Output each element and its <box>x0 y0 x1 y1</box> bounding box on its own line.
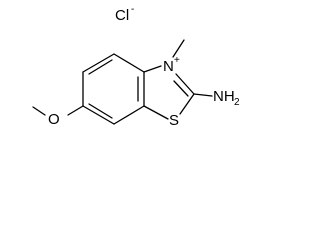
chloride-charge: - <box>131 4 134 15</box>
bond-c5-oxygen <box>67 105 84 116</box>
amine-group: NH 2 <box>213 88 240 108</box>
chemical-structure: Cl - N + S NH 2 O <box>32 4 240 129</box>
benzene-ring <box>82 53 145 125</box>
bond-c7a-c4 <box>113 53 145 73</box>
amine-subscript: 2 <box>234 97 240 108</box>
double-bond-c6-c7 <box>88 103 113 119</box>
bond-c2-s <box>179 93 195 115</box>
double-bond-n-c2 <box>173 80 189 97</box>
chloride-counterion: Cl - <box>115 4 134 24</box>
ring-nitrogen: N + <box>163 55 180 75</box>
bond-c6-c7 <box>82 105 115 125</box>
bond-n-methyl <box>172 39 185 58</box>
bond-c4-c5 <box>82 53 115 73</box>
substituents <box>32 39 213 116</box>
ether-oxygen: O <box>48 111 60 128</box>
thiazolium-ring <box>143 65 195 120</box>
chloride-symbol: Cl <box>115 7 129 24</box>
bond-s-c3a <box>143 105 169 120</box>
bond-oxygen-methyl <box>32 106 46 116</box>
double-bond-c4-c5 <box>88 59 113 75</box>
bond-n-c2 <box>175 73 195 95</box>
amine-symbol: NH <box>213 88 235 105</box>
bond-c7-c3a <box>113 105 145 125</box>
bond-c7a-n <box>143 65 162 73</box>
nitrogen-symbol: N <box>163 58 174 75</box>
sulfur-atom: S <box>169 112 179 129</box>
nitrogen-charge: + <box>174 55 180 66</box>
bond-c2-amine <box>193 93 213 97</box>
